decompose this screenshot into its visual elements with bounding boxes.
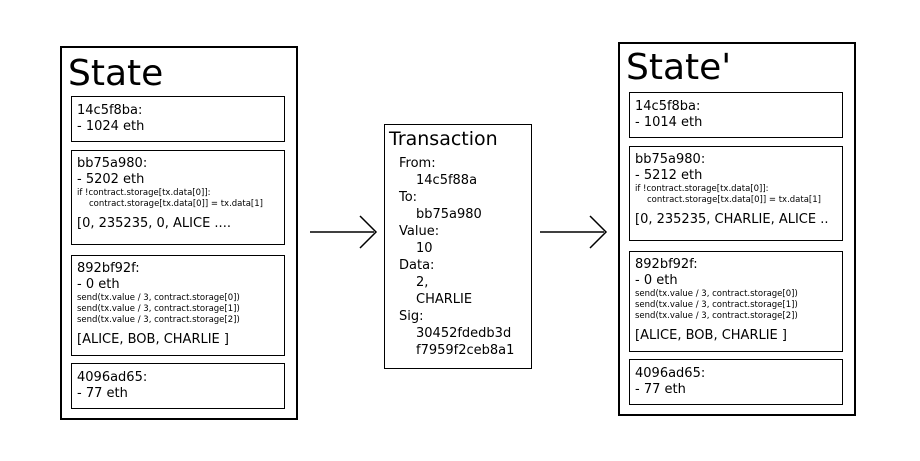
tx-value-value: 10	[416, 241, 433, 256]
tx-value-label: Value:	[399, 224, 440, 239]
transaction-box: Transaction From: 14c5f88a To: bb75a980 …	[384, 124, 532, 369]
account-balance: - 0 eth	[77, 277, 120, 292]
tx-data-label: Data:	[399, 258, 435, 273]
tx-sig-value: 30452fdedb3d	[416, 326, 512, 341]
tx-from-label: From:	[399, 156, 436, 171]
transaction-title: Transaction	[389, 128, 498, 150]
account-balance: - 1014 eth	[635, 115, 703, 130]
account-balance: - 77 eth	[77, 386, 128, 401]
contract-storage: [0, 235235, CHARLIE, ALICE ..	[635, 212, 829, 227]
contract-code-line: send(tx.value / 3, contract.storage[2])	[77, 315, 240, 325]
account-balance: - 1024 eth	[77, 119, 145, 134]
account-balance: - 5202 eth	[77, 172, 145, 187]
contract-storage: [ALICE, BOB, CHARLIE ]	[635, 328, 787, 343]
transaction-fields: From: 14c5f88a To: bb75a980 Value: 10 Da…	[399, 155, 514, 359]
account-address: bb75a980:	[635, 152, 706, 167]
tx-to-value: bb75a980	[416, 207, 482, 222]
contract-code-line: if !contract.storage[tx.data[0]]:	[635, 184, 769, 194]
account-balance: - 0 eth	[635, 273, 678, 288]
tx-to-label: To:	[399, 190, 418, 205]
state-panel-after: State' 14c5f8ba: - 1014 eth bb75a980: - …	[618, 42, 856, 416]
tx-sig-value: f7959f2ceb8a1	[416, 343, 515, 358]
tx-data-value: 2,	[416, 275, 429, 290]
contract-code-line: send(tx.value / 3, contract.storage[1])	[77, 304, 240, 314]
contract-code-line: send(tx.value / 3, contract.storage[1])	[635, 300, 798, 310]
account-4096ad65: 4096ad65: - 77 eth	[629, 359, 843, 405]
account-bb75a980: bb75a980: - 5212 eth if !contract.storag…	[629, 146, 843, 241]
arrow-right-icon	[540, 215, 608, 249]
contract-storage: [ALICE, BOB, CHARLIE ]	[77, 332, 229, 347]
arrow-right-icon	[310, 215, 378, 249]
tx-from-value: 14c5f88a	[416, 173, 478, 188]
account-balance: - 5212 eth	[635, 168, 703, 183]
account-address: 4096ad65:	[635, 366, 706, 381]
contract-code-line: contract.storage[tx.data[0]] = tx.data[1…	[647, 195, 821, 205]
account-address: 14c5f8ba:	[77, 103, 143, 118]
tx-sig-label: Sig:	[399, 309, 424, 324]
state-title: State	[68, 53, 164, 94]
account-address: bb75a980:	[77, 156, 148, 171]
account-address: 892bf92f:	[77, 261, 140, 276]
account-address: 14c5f8ba:	[635, 99, 701, 114]
account-address: 4096ad65:	[77, 370, 148, 385]
contract-code-line: send(tx.value / 3, contract.storage[0])	[635, 289, 798, 299]
state-prime-title: State'	[626, 47, 732, 88]
contract-code-line: if !contract.storage[tx.data[0]]:	[77, 188, 211, 198]
contract-code-line: send(tx.value / 3, contract.storage[0])	[77, 293, 240, 303]
state-panel-before: State 14c5f8ba: - 1024 eth bb75a980: - 5…	[60, 46, 298, 420]
account-14c5f8ba: 14c5f8ba: - 1014 eth	[629, 92, 843, 138]
contract-storage: [0, 235235, 0, ALICE ....	[77, 216, 231, 231]
account-balance: - 77 eth	[635, 382, 686, 397]
account-bb75a980: bb75a980: - 5202 eth if !contract.storag…	[71, 150, 285, 245]
account-892bf92f: 892bf92f: - 0 eth send(tx.value / 3, con…	[629, 251, 843, 352]
tx-data-value: CHARLIE	[416, 292, 473, 307]
account-892bf92f: 892bf92f: - 0 eth send(tx.value / 3, con…	[71, 255, 285, 356]
account-address: 892bf92f:	[635, 257, 698, 272]
contract-code-line: contract.storage[tx.data[0]] = tx.data[1…	[89, 199, 263, 209]
contract-code-line: send(tx.value / 3, contract.storage[2])	[635, 311, 798, 321]
account-14c5f8ba: 14c5f8ba: - 1024 eth	[71, 96, 285, 142]
account-4096ad65: 4096ad65: - 77 eth	[71, 363, 285, 409]
